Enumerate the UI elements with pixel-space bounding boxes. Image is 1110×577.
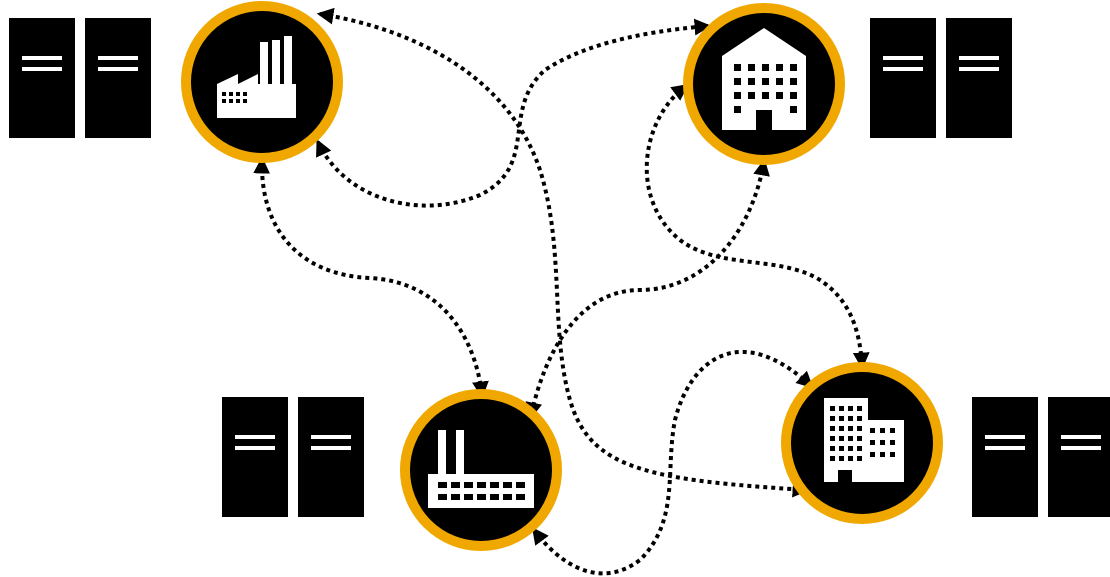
node-office-top-right: [683, 3, 845, 165]
connector-factory-office: [316, 18, 712, 208]
office-building-icon: [722, 28, 806, 130]
node-factory-bottom: [400, 389, 562, 551]
industrial-plant-icon: [428, 430, 534, 508]
node-factory-top-left: [181, 1, 343, 163]
server-rack-icon: [222, 397, 364, 517]
connector-office-plant: [525, 158, 770, 420]
connector-office-building: [644, 84, 870, 370]
server-rack-icon: [870, 18, 1012, 138]
factory-icon: [217, 36, 296, 118]
connector-factory-plant: [253, 156, 489, 399]
server-rack-icon: [972, 397, 1110, 517]
node-building-bottom-right: [781, 362, 943, 524]
connector-plant-building: [531, 350, 814, 576]
corporate-building-icon: [824, 398, 904, 482]
server-rack-icon: [9, 18, 151, 138]
